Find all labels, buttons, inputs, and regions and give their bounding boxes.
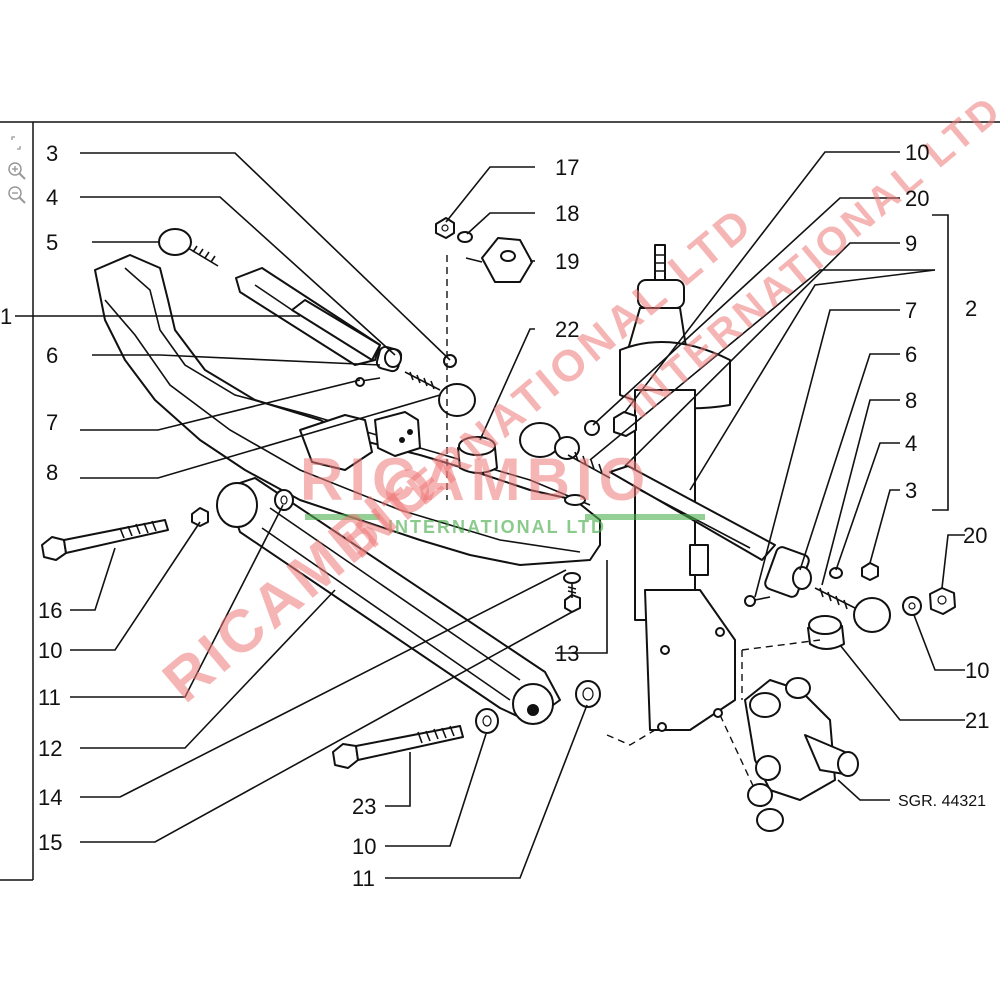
strut-part [619, 244, 736, 732]
callout-10-left: 10 [38, 638, 62, 663]
callout-12: 12 [38, 736, 62, 761]
callout-3-right: 3 [905, 478, 917, 503]
nut-17-part [435, 217, 455, 239]
reference-code: SGR. 44321 [898, 793, 986, 810]
zoom-in-icon[interactable] [6, 160, 28, 182]
upper-link-right-part [519, 411, 812, 607]
washer-10-right-part [902, 596, 922, 616]
callout-19: 19 [555, 249, 579, 274]
upper-link-left-part [158, 228, 476, 417]
balljoint-8-right-part [814, 587, 891, 633]
callout-9: 9 [905, 231, 917, 256]
callout-11-bottom: 11 [352, 866, 375, 891]
callout-15: 15 [38, 830, 62, 855]
callout-2: 2 [965, 296, 977, 321]
watermark-brand: RICAMBIO [300, 446, 651, 513]
assembly-dashline-strut [606, 726, 661, 746]
leader-lines [15, 151, 965, 879]
callout-16: 16 [38, 598, 62, 623]
hub-carrier-part [744, 677, 859, 832]
fit-page-icon[interactable] [6, 132, 28, 154]
bolt-23-part [332, 725, 464, 769]
callout-22: 22 [555, 317, 579, 342]
callout-18: 18 [555, 201, 579, 226]
callout-6-left: 6 [46, 343, 58, 368]
watermark-subtitle: INTERNATIONAL LTD [388, 517, 606, 537]
bushing-22-part [457, 436, 498, 474]
callout-21: 21 [965, 708, 989, 733]
callout-23: 23 [352, 794, 376, 819]
callout-3-left: 3 [46, 141, 58, 166]
bolt-15-part [564, 584, 581, 613]
callout-7-left: 7 [46, 410, 58, 435]
callout-10-right: 10 [965, 658, 989, 683]
callout-17: 17 [555, 155, 579, 180]
callout-13: 13 [555, 641, 579, 666]
callout-8-left: 8 [46, 460, 58, 485]
callout-14: 14 [38, 785, 62, 810]
callout-5: 5 [46, 230, 58, 255]
washer-18-part [457, 231, 473, 243]
washer-12-part [563, 572, 581, 584]
washer-11-bottom-part [575, 680, 601, 708]
bracket-19-part [465, 237, 533, 283]
callout-20-right: 20 [963, 523, 987, 548]
assembly-dashline-hub [719, 714, 756, 791]
callout-4-left: 4 [46, 185, 58, 210]
callout-7-right: 7 [905, 298, 917, 323]
callout-8-right: 8 [905, 388, 917, 413]
callout-20-top-right: 20 [905, 186, 929, 211]
callout-1: 1 [0, 304, 12, 329]
nut-20-right-part [929, 587, 956, 615]
bushing-21-part [807, 615, 845, 650]
assembly-dashline-21 [741, 639, 821, 700]
callout-4-right: 4 [905, 431, 917, 456]
washer-10-bottom-part [475, 708, 499, 734]
washer-11-left-part [274, 489, 294, 511]
nut-3-right-part [861, 562, 879, 581]
nut-10-left-part [191, 507, 209, 527]
bolt-16-part [41, 519, 169, 561]
zoom-out-icon[interactable] [6, 184, 28, 206]
callout-6-right: 6 [905, 342, 917, 367]
lower-arm-part [216, 477, 561, 725]
callout-10-bottom: 10 [352, 834, 376, 859]
callout-10-top-right: 10 [905, 140, 929, 165]
callout-11-left: 11 [38, 685, 61, 710]
